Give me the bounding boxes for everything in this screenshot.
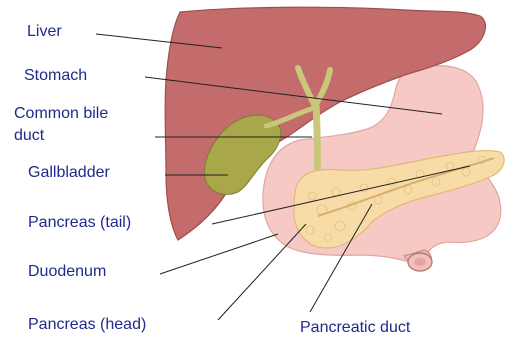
label-common-bile-duct-line1: Common bile — [14, 104, 108, 124]
label-pancreas-tail: Pancreas (tail) — [28, 213, 131, 233]
label-gallbladder: Gallbladder — [28, 163, 110, 183]
label-pancreatic-duct: Pancreatic duct — [300, 318, 410, 338]
label-pancreas-head: Pancreas (head) — [28, 315, 146, 335]
label-duodenum: Duodenum — [28, 262, 106, 282]
label-liver: Liver — [27, 22, 62, 42]
label-stomach: Stomach — [24, 66, 87, 86]
leader-line-pancreas-head — [218, 224, 306, 320]
label-common-bile-duct-line2: duct — [14, 126, 44, 146]
